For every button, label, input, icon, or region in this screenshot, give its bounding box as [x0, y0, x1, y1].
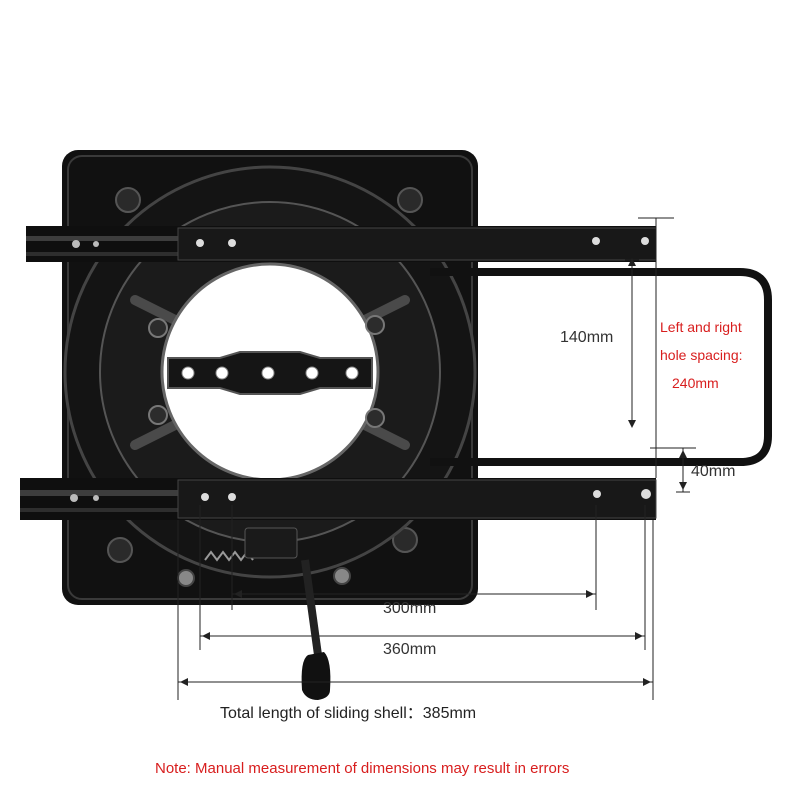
dimension-lines — [177, 217, 696, 700]
release-bar-loop — [430, 268, 772, 466]
dimension-label-140mm: 140mm — [560, 329, 614, 346]
dimension-label-40mm: 40mm — [691, 463, 736, 480]
corner-hole-bottom-left — [107, 537, 133, 563]
bottom-slide-rail — [20, 478, 657, 520]
hole-spacing-note-line1: Left and right — [660, 319, 742, 335]
hole-spacing-note-line2: hole spacing: — [660, 347, 743, 363]
measurement-disclaimer: Note: Manual measurement of dimensions m… — [155, 760, 570, 777]
top-slide-rail — [26, 226, 657, 262]
dimension-label-360mm: 360mm — [383, 641, 437, 658]
dimension-label-300mm: 300mm — [383, 600, 437, 617]
lever-handle — [301, 652, 331, 700]
total-length-caption: Total length of sliding shell：385mm — [220, 705, 477, 722]
corner-hole-top-right — [397, 187, 423, 213]
corner-hole-top-left — [115, 187, 141, 213]
adjust-lever — [301, 559, 322, 656]
dimension-arrowheads — [180, 258, 687, 686]
turntable-bolts — [148, 315, 385, 428]
hole-spacing-note-line3: 240mm — [672, 375, 719, 391]
